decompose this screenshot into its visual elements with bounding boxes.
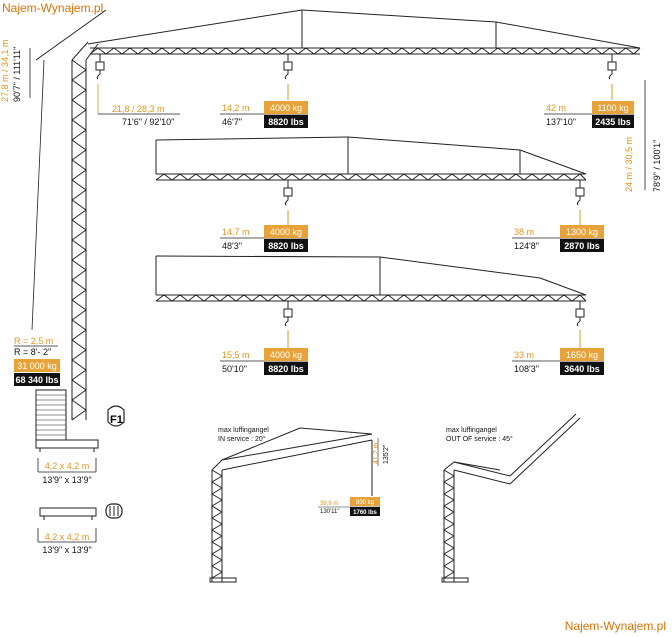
load-table-top-far: 42 m 137'10" 1100 kg 2435 lbs [544,84,634,128]
base-rail: 4,2 x 4,2 m 13'9" x 13'9" [37,507,97,555]
mid-near-load: 4000 kg [270,227,302,237]
cw-radius-imp: R = 8'- 2" [14,347,51,357]
bot-far-radius-imp: 108'3" [514,364,539,374]
top-near-load: 4000 kg [270,103,302,113]
cw-load: 31 000 kg [17,361,57,371]
top-near-radius: 14,2 m [222,103,250,113]
top-far-load-imp: 2435 lbs [595,117,631,127]
f1-label: F1 [110,414,123,426]
mid-near-radius-imp: 48'3" [222,241,242,251]
watermark-bottom: Najem-Wynajem.pl [564,619,666,633]
base-rail-imperial: 13'9" x 13'9" [42,545,91,555]
load-table-bot-near: 15,5 m 50'10" 4000 kg 8820 lbs [220,330,308,375]
watermark-top: Najem-Wynajem.pl [2,1,104,15]
jib-top [87,9,641,55]
bot-near-radius-imp: 50'10" [222,364,247,374]
tie-rope [31,59,45,331]
bot-near-load-imp: 8820 lbs [268,364,304,374]
load-table-bot-far: 33 m 108'3" 1650 kg 3640 lbs [512,330,604,375]
luffing-out-title: max luffingangel [446,427,497,434]
hook-mid-near [283,180,293,206]
base-f1-dimension: 4,2 x 4,2 m 13'9" x 13'9" [37,458,97,485]
luffing-in-crane [209,427,373,583]
hook-top-near [283,54,293,80]
luffing-in-height-imp: 135'2" [383,444,390,464]
top-far-load: 1100 kg [597,103,628,113]
main-tower [71,59,87,421]
bot-far-load: 1650 kg [566,350,598,360]
load-table-mid-near: 14,7 m 48'3" 4000 kg 8820 lbs [220,210,308,252]
hook-bot-near [283,301,293,327]
luffing-in-radius-imp: 130'11" [320,509,340,515]
luffing-in-height: 41,2 m 135'2" [373,438,390,466]
counterweight-stack [35,389,67,441]
hook-height-metric: 24 m / 30,5 m [624,137,634,192]
luffing-out-crane [441,413,581,583]
f1-badge: F1 [107,405,125,427]
base-rail-metric: 4,2 x 4,2 m [45,532,90,542]
mid-far-radius: 38 m [514,227,534,237]
mast-head [35,9,107,61]
hook-height-imperial: 78'9" / 100'1" [652,140,662,192]
height-imperial: 90'7" / 111'11" [12,47,22,102]
bot-far-radius: 33 m [514,350,534,360]
hook-mid-far [575,180,585,206]
bot-near-load: 4000 kg [270,350,302,360]
min-radius-metric: 21,8 / 28,3 m [112,104,165,114]
luffing-in-load-imp: 1760 lbs [353,510,377,516]
jib-bottom [155,255,587,302]
hook-top-far [607,54,617,80]
min-radius-dimension: 21,8 / 28,3 m 71'6" / 92'10" [97,84,180,127]
luffing-in-load-table: 39,9 m 130'11" 800 kg 1760 lbs [318,497,380,516]
hook-bot-far [575,301,585,327]
top-far-radius-imp: 137'10" [546,117,576,127]
luffing-in-subtitle: IN service : 20° [218,435,266,443]
hook-top-mid [95,54,105,80]
mid-near-radius: 14,7 m [222,227,250,237]
mid-far-radius-imp: 124'8" [514,241,539,251]
jib-middle [155,136,587,181]
load-table-top-near: 14,2 m 46'7" 4000 kg 8820 lbs [220,84,308,128]
min-radius-imperial: 71'6" / 92'10" [122,117,174,127]
cw-radius: R = 2,5 m [14,336,53,346]
mid-far-load: 1300 kg [566,227,598,237]
luffing-out-subtitle: OUT OF service : 45° [446,435,513,443]
base-f1 [35,439,99,452]
bot-far-load-imp: 3640 lbs [564,364,600,374]
luffing-in-title: max luffingangel [218,427,269,434]
luffing-in-radius: 39,9 m [320,501,338,507]
cw-load-imp: 68 340 lbs [15,375,58,385]
bot-near-radius: 15,5 m [222,350,250,360]
luffing-in-height-metric: 41,2 m [373,442,380,464]
height-metric: 27,8 m / 34,1 m [0,39,10,102]
base-f1-imperial: 13'9" x 13'9" [42,475,91,485]
mid-far-load-imp: 2870 lbs [564,241,600,251]
top-near-load-imp: 8820 lbs [268,117,304,127]
top-near-radius-imp: 46'7" [222,117,242,127]
counterweight-table: R = 2,5 m R = 8'- 2" 31 000 kg 68 340 lb… [14,336,60,386]
height-dimension: 27,8 m / 34,1 m 90'7" / 111'11" [0,39,31,102]
luffing-in-load: 800 kg [356,500,374,506]
load-table-mid-far: 38 m 124'8" 1300 kg 2870 lbs [512,210,604,252]
rail-badge [105,503,123,519]
hook-height-dimension: 24 m / 30,5 m 78'9" / 100'1" [624,80,662,192]
top-far-radius: 42 m [546,103,566,113]
base-f1-metric: 4,2 x 4,2 m [45,461,90,471]
mid-near-load-imp: 8820 lbs [268,241,304,251]
